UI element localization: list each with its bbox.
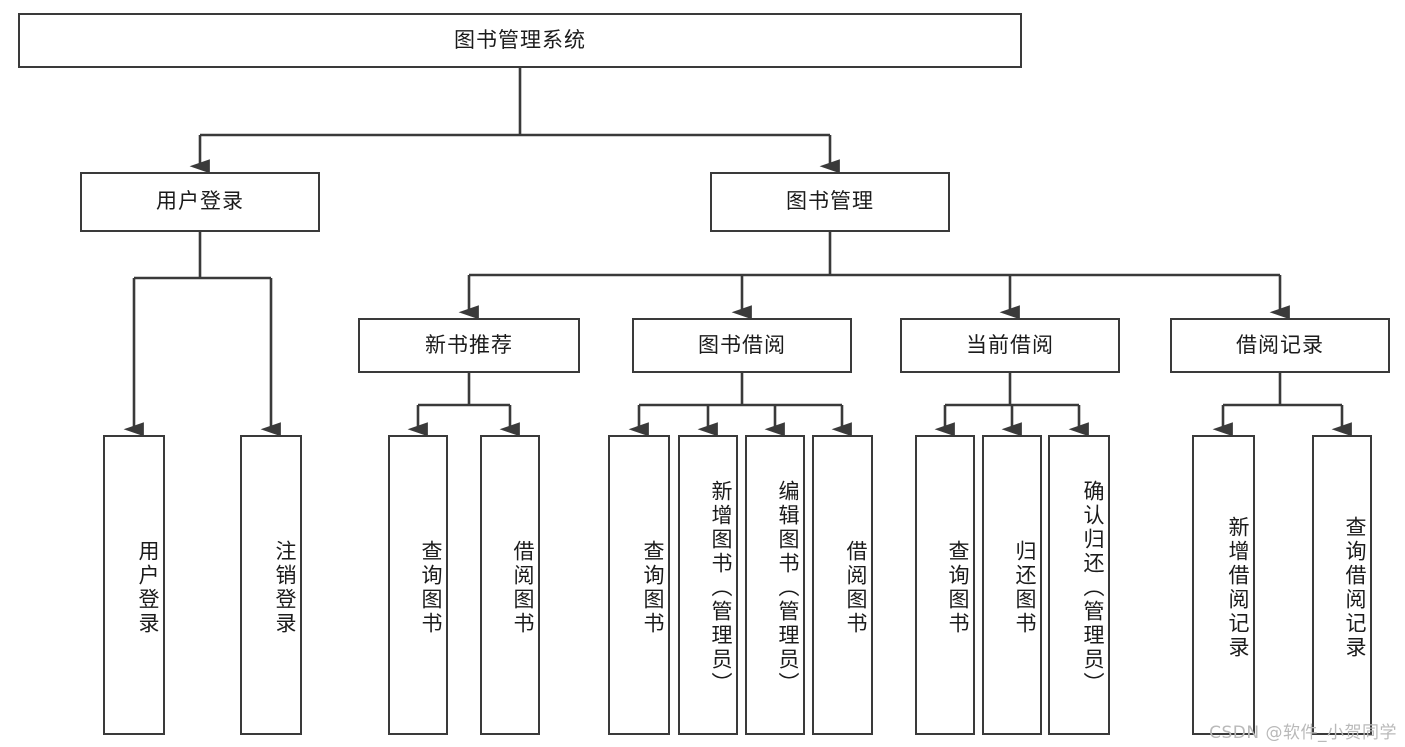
leaf-logout[interactable]: 注销登录 <box>240 435 302 735</box>
leaf-query-book-current-label: 查询图书 <box>946 540 970 636</box>
leaf-query-book-borrow[interactable]: 查询图书 <box>608 435 670 735</box>
leaf-edit-book-label: 编辑图书（管理员） <box>776 480 800 696</box>
leaf-confirm-return-label: 确认归还（管理员） <box>1081 480 1105 696</box>
leaf-add-record[interactable]: 新增借阅记录 <box>1192 435 1255 735</box>
leaf-confirm-return[interactable]: 确认归还（管理员） <box>1048 435 1110 735</box>
leaf-query-record[interactable]: 查询借阅记录 <box>1312 435 1372 735</box>
node-book-borrow-label: 图书借阅 <box>698 332 786 357</box>
node-new-book-rec[interactable]: 新书推荐 <box>358 318 580 373</box>
leaf-return-book[interactable]: 归还图书 <box>982 435 1042 735</box>
leaf-query-record-label: 查询借阅记录 <box>1343 516 1367 660</box>
watermark: CSDN @软件_小贺同学 <box>1209 723 1397 743</box>
leaf-return-book-label: 归还图书 <box>1013 540 1037 636</box>
node-user-login-label: 用户登录 <box>156 189 244 214</box>
leaf-edit-book[interactable]: 编辑图书（管理员） <box>745 435 805 735</box>
leaf-borrow-book-rec[interactable]: 借阅图书 <box>480 435 540 735</box>
leaf-query-book-rec[interactable]: 查询图书 <box>388 435 448 735</box>
leaf-user-login[interactable]: 用户登录 <box>103 435 165 735</box>
leaf-borrow-book-label: 借阅图书 <box>844 540 868 636</box>
leaf-borrow-book-rec-label: 借阅图书 <box>511 540 535 636</box>
node-root-label: 图书管理系统 <box>454 27 586 52</box>
leaf-logout-label: 注销登录 <box>273 540 297 636</box>
node-book-manage[interactable]: 图书管理 <box>710 172 950 232</box>
node-current-borrow-label: 当前借阅 <box>966 332 1054 357</box>
leaf-borrow-book[interactable]: 借阅图书 <box>812 435 873 735</box>
node-borrow-record-label: 借阅记录 <box>1236 332 1324 357</box>
node-book-manage-label: 图书管理 <box>786 189 874 214</box>
leaf-add-book[interactable]: 新增图书（管理员） <box>678 435 738 735</box>
node-new-book-rec-label: 新书推荐 <box>425 332 513 357</box>
leaf-query-book-current[interactable]: 查询图书 <box>915 435 975 735</box>
node-borrow-record[interactable]: 借阅记录 <box>1170 318 1390 373</box>
node-current-borrow[interactable]: 当前借阅 <box>900 318 1120 373</box>
node-root[interactable]: 图书管理系统 <box>18 13 1022 68</box>
node-user-login[interactable]: 用户登录 <box>80 172 320 232</box>
leaf-add-book-label: 新增图书（管理员） <box>709 480 733 696</box>
leaf-add-record-label: 新增借阅记录 <box>1226 516 1250 660</box>
leaf-query-book-borrow-label: 查询图书 <box>641 540 665 636</box>
node-book-borrow[interactable]: 图书借阅 <box>632 318 852 373</box>
leaf-user-login-label: 用户登录 <box>136 540 160 636</box>
leaf-query-book-rec-label: 查询图书 <box>419 540 443 636</box>
